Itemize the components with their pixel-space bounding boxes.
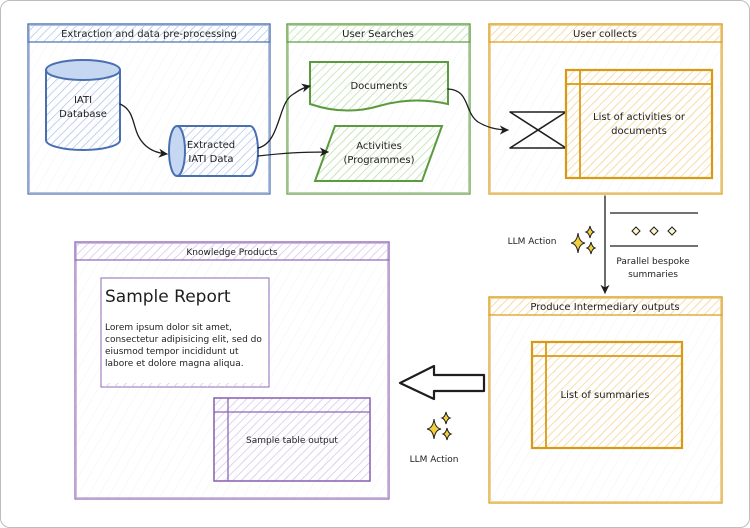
report-body-line-3: eiusmod tempor incididunt ut [105,347,239,357]
arrow-extracted-to-activities [257,147,329,157]
llm-action-annotation-2: LLM Action [410,411,459,465]
list-activities-label-1: List of activities or [593,112,686,123]
section-title-extraction: Extraction and data pre-processing [61,29,237,40]
report-body-line-4: labore et dolore magna aliqua. [105,359,244,369]
sample-table-label: Sample table output [246,436,338,446]
parallel-label-2: summaries [628,270,678,280]
iati-database-label-1: IATI [74,95,92,106]
section-title-searches: User Searches [342,29,414,40]
collate-icon [509,111,567,149]
sample-table-node: Sample table output [213,397,371,482]
section-title-collects: User collects [573,29,637,40]
iati-database-label-2: Database [59,109,107,120]
activities-label-2: (Programmes) [343,155,414,166]
arrow-to-knowledge-products [398,364,486,401]
parallel-summaries-annotation: Parallel bespoke summaries [610,212,698,280]
arrow-documents-to-collate [447,88,509,135]
list-summaries-label: List of summaries [561,390,650,401]
llm-action-label-1: LLM Action [508,237,557,247]
llm-action-annotation-1: LLM Action [508,225,597,255]
sample-report-card: Sample Report Lorem ipsum dolor sit amet… [100,277,270,388]
diamond-dots-icon [631,226,677,236]
documents-label: Documents [350,81,407,92]
section-title-knowledge: Knowledge Products [186,248,278,258]
connectors [119,83,610,401]
llm-action-label-2: LLM Action [410,455,459,465]
list-summaries-node: List of summaries [530,340,684,450]
report-body-line-1: Lorem ipsum dolor sit amet, [105,323,232,333]
arrow-db-to-extracted [119,103,168,158]
report-body-line-2: consectetur adipisicing elit, sed do [105,335,262,345]
section-intermediary: Produce Intermediary outputs [488,296,723,504]
parallel-label-1: Parallel bespoke [616,257,690,267]
list-activities-label-2: documents [611,126,667,137]
sparkles-icon [426,411,453,441]
arrow-extracted-to-documents [257,83,311,149]
extracted-iati-label-1: Extracted [187,140,235,151]
iati-database-node: IATI Database [45,59,121,151]
report-title: Sample Report [105,287,231,307]
activities-node: Activities (Programmes) [313,125,444,182]
list-activities-node: List of activities or documents [564,68,714,180]
sparkles-icon [570,225,597,255]
extracted-iati-node: Extracted IATI Data [168,125,259,177]
activities-label-1: Activities [356,141,402,152]
documents-node: Documents [309,61,449,112]
section-title-intermediary: Produce Intermediary outputs [530,302,679,313]
extracted-iati-label-2: IATI Data [188,154,233,165]
